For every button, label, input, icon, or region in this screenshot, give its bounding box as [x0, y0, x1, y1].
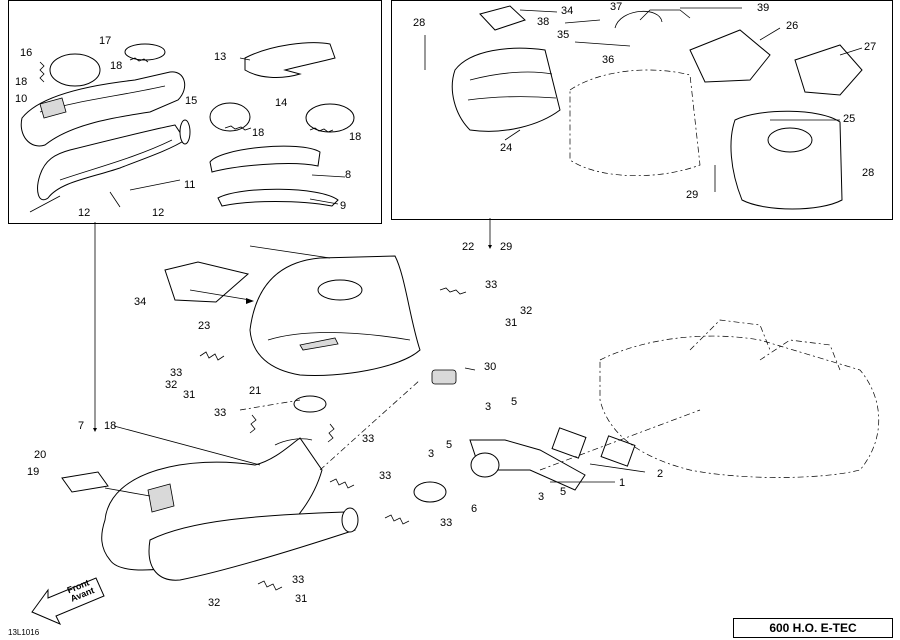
callout-25: 25 — [843, 113, 856, 125]
callout-23: 23 — [198, 320, 211, 332]
callout-33: 33 — [170, 367, 183, 379]
tailpipe-parts — [20, 42, 355, 207]
callout-33: 33 — [485, 279, 498, 291]
callout-18: 18 — [15, 76, 28, 88]
callout-15: 15 — [185, 95, 198, 107]
callout-2: 2 — [657, 468, 664, 480]
callout-11: 11 — [184, 179, 196, 191]
callout-31: 31 — [505, 317, 518, 329]
callout-31: 31 — [183, 389, 196, 401]
callout-5: 5 — [446, 439, 453, 451]
callout-37: 37 — [610, 1, 623, 13]
callout-35: 35 — [557, 29, 570, 41]
callout-22: 22 — [462, 241, 475, 253]
callout-18: 18 — [349, 131, 362, 143]
callout-33: 33 — [440, 517, 453, 529]
callout-34: 34 — [561, 5, 574, 17]
callout-28: 28 — [413, 17, 426, 29]
callout-13: 13 — [214, 51, 227, 63]
callout-33: 33 — [362, 433, 375, 445]
callout-21: 21 — [249, 385, 262, 397]
callout-10: 10 — [15, 93, 28, 105]
callout-33: 33 — [214, 407, 227, 419]
callout-24: 24 — [500, 142, 513, 154]
callout-31: 31 — [295, 593, 308, 605]
callout-33: 33 — [379, 470, 392, 482]
callout-9: 9 — [340, 200, 347, 212]
callout-34: 34 — [134, 296, 147, 308]
callout-16: 16 — [20, 47, 33, 59]
callout-26: 26 — [786, 20, 799, 32]
callout-20: 20 — [34, 449, 47, 461]
callout-3: 3 — [538, 491, 545, 503]
callout-30: 30 — [484, 361, 497, 373]
callout-17: 17 — [99, 35, 112, 47]
callout-12: 12 — [152, 207, 165, 219]
callout-18: 18 — [252, 127, 265, 139]
callout-18: 18 — [110, 60, 123, 72]
drawing-number: 13L1016 — [8, 628, 40, 637]
callout-5: 5 — [560, 486, 567, 498]
callout-36: 36 — [602, 54, 615, 66]
callout-6: 6 — [471, 503, 478, 515]
silencer-parts — [451, 5, 863, 210]
main-parts — [61, 255, 879, 591]
callout-29: 29 — [500, 241, 513, 253]
callout-3: 3 — [428, 448, 435, 460]
callout-8: 8 — [345, 169, 352, 181]
callout-27: 27 — [864, 41, 877, 53]
callout-5: 5 — [511, 396, 518, 408]
callout-32: 32 — [208, 597, 221, 609]
callout-39: 39 — [757, 2, 770, 14]
reference-arrow-icon — [93, 245, 492, 432]
callout-14: 14 — [275, 97, 288, 109]
callout-19: 19 — [27, 466, 40, 478]
leader-lines — [29, 7, 863, 497]
callout-1: 1 — [619, 477, 626, 489]
callout-28: 28 — [862, 167, 875, 179]
callout-18: 18 — [104, 420, 117, 432]
callout-33: 33 — [292, 574, 305, 586]
model-badge: 600 H.O. E-TEC — [733, 618, 893, 638]
callout-38: 38 — [537, 16, 550, 28]
callout-32: 32 — [165, 379, 178, 391]
callout-3: 3 — [485, 401, 492, 413]
callout-12: 12 — [78, 207, 91, 219]
callout-29: 29 — [686, 189, 699, 201]
front-arrow-icon — [31, 577, 105, 625]
callout-32: 32 — [520, 305, 533, 317]
callout-7: 7 — [78, 420, 85, 432]
